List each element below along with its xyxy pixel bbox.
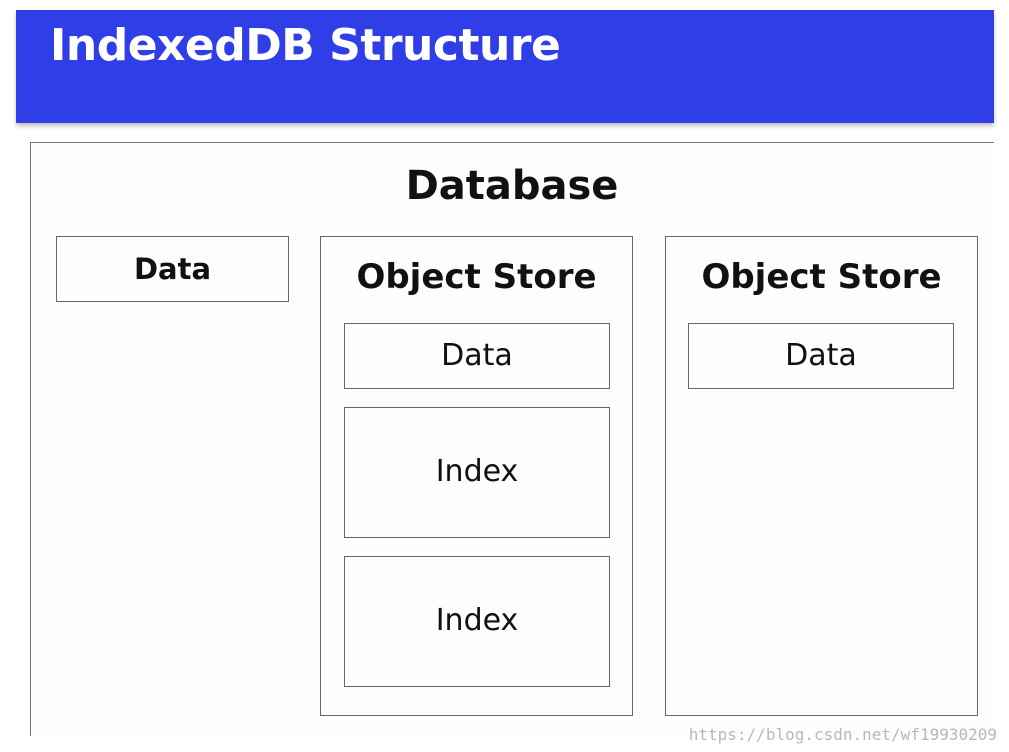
header-banner: IndexedDB Structure — [16, 10, 994, 123]
object-store-1-index-label-2: Index — [435, 603, 519, 638]
object-store-1-data-box: Data — [344, 323, 610, 389]
object-store-2-data-label: Data — [785, 338, 857, 373]
database-title: Database — [405, 163, 619, 209]
object-store-1-title: Object Store — [356, 257, 597, 297]
object-store-1-index-label-1: Index — [435, 454, 519, 489]
object-store-2: Object Store — [665, 236, 978, 716]
object-store-1-index-box-2: Index — [344, 556, 610, 687]
object-store-2-title: Object Store — [701, 257, 942, 297]
object-store-1-data-label: Data — [441, 338, 513, 373]
watermark-text: https://blog.csdn.net/wf19930209 — [688, 725, 997, 744]
object-store-1-index-box-1: Index — [344, 407, 610, 538]
database-data-box: Data — [56, 236, 289, 302]
header-title: IndexedDB Structure — [50, 20, 561, 71]
object-store-2-data-box: Data — [688, 323, 954, 389]
database-data-label: Data — [133, 252, 212, 286]
